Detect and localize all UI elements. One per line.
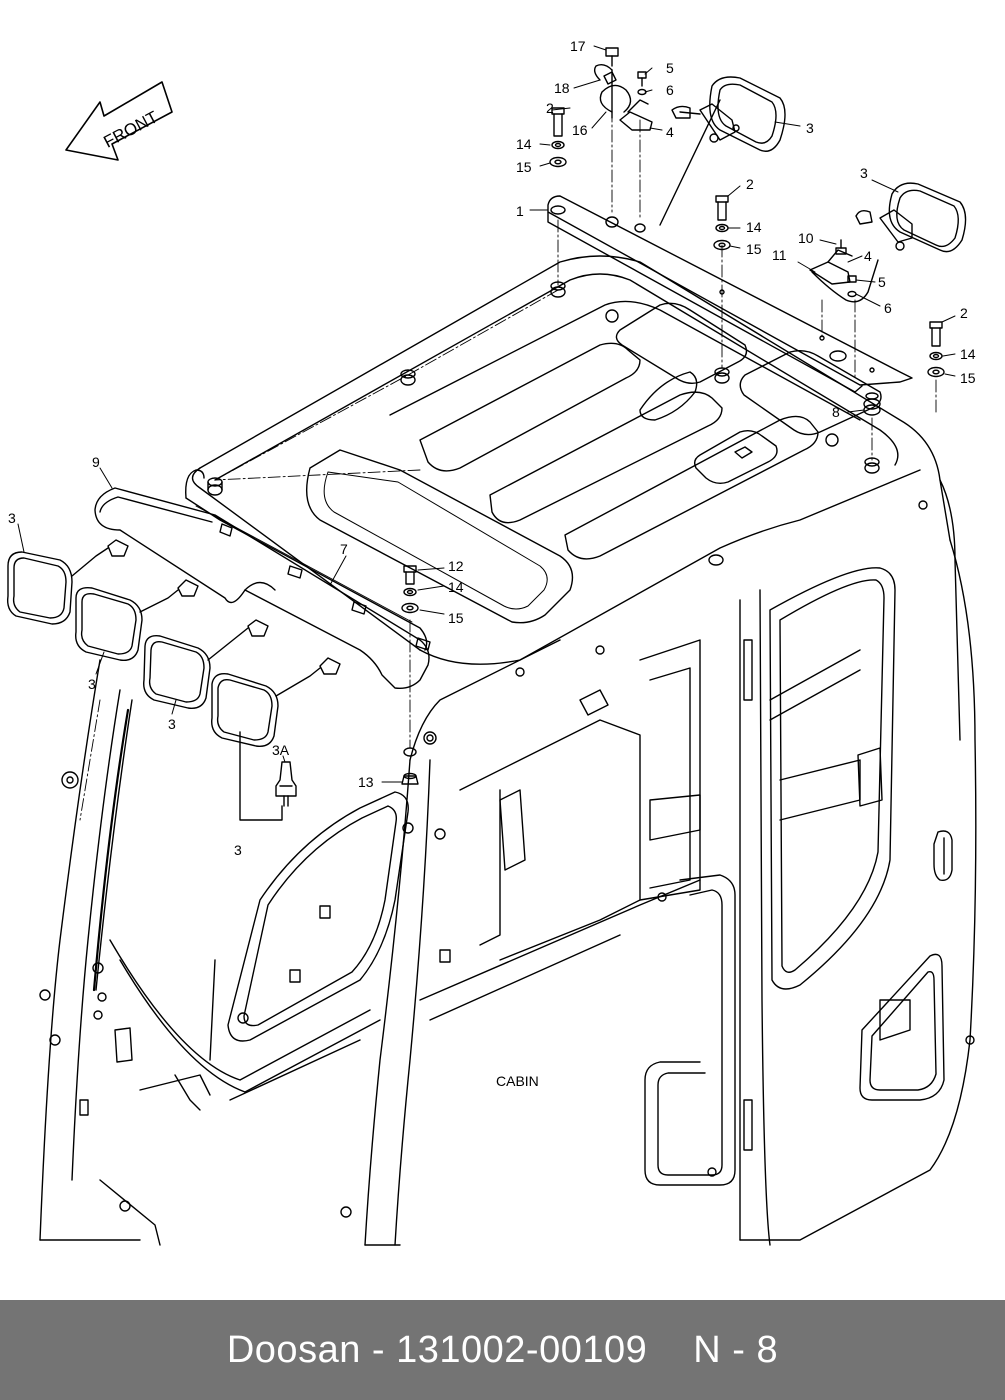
footer-part-number: 131002-00109 [396,1328,648,1371]
callout-7: 7 [340,541,348,557]
callout-2: 2 [746,176,754,192]
callout-8: 8 [832,404,840,420]
front-label: FRONT [100,107,161,151]
callout-15: 15 [448,610,464,626]
parts-diagram: FRONT [6,38,977,1246]
callout-14: 14 [960,346,976,362]
cabin-label: CABIN [496,1073,539,1089]
callout-4: 4 [864,248,872,264]
assembly-lines [79,109,937,821]
callout-4: 4 [666,124,674,140]
callout-3: 3 [168,716,176,732]
callout-14: 14 [448,579,464,595]
callout-3: 3 [88,676,96,692]
callout-9: 9 [92,454,100,470]
callout-15: 15 [516,159,532,175]
callout-3: 3 [860,165,868,181]
callout-12: 12 [448,558,464,574]
footer-brand: Doosan [226,1328,361,1371]
callout-10: 10 [798,230,814,246]
callout-2: 2 [960,305,968,321]
callout-16: 16 [572,122,588,138]
callout-18: 18 [554,80,570,96]
callout-3: 3 [806,120,814,136]
callout-15: 15 [746,241,762,257]
front-bolt-stack [401,565,419,785]
callout-14: 14 [516,136,532,152]
callout-13: 13 [358,774,374,790]
callout-3A: 3A [272,742,290,758]
leader-lines [17,45,956,783]
work-lamp-icon [713,182,967,378]
callout-1: 1 [516,203,524,219]
callout-17: 17 [570,38,586,54]
callout-15: 15 [960,370,976,386]
callout-3: 3 [8,510,16,526]
callout-6: 6 [666,82,674,98]
footer-bar: Doosan - 131002-00109 N - 8 [0,1300,1005,1400]
cabin-body [39,255,977,1246]
front-arrow-icon: FRONT [65,81,173,161]
callout-2: 2 [546,100,554,116]
callout-3: 3 [234,842,242,858]
work-lamp-icon [549,47,786,168]
callout-5: 5 [666,60,674,76]
footer-separator: - [371,1328,386,1371]
callout-14: 14 [746,219,762,235]
callout-11: 11 [772,247,787,263]
callout-5: 5 [878,274,886,290]
front-work-lamps [6,539,341,821]
callout-6: 6 [884,300,892,316]
front-lamp-bar [94,469,431,690]
footer-page-ref: N - 8 [693,1328,779,1371]
rear-lamp-bracket [547,99,913,416]
